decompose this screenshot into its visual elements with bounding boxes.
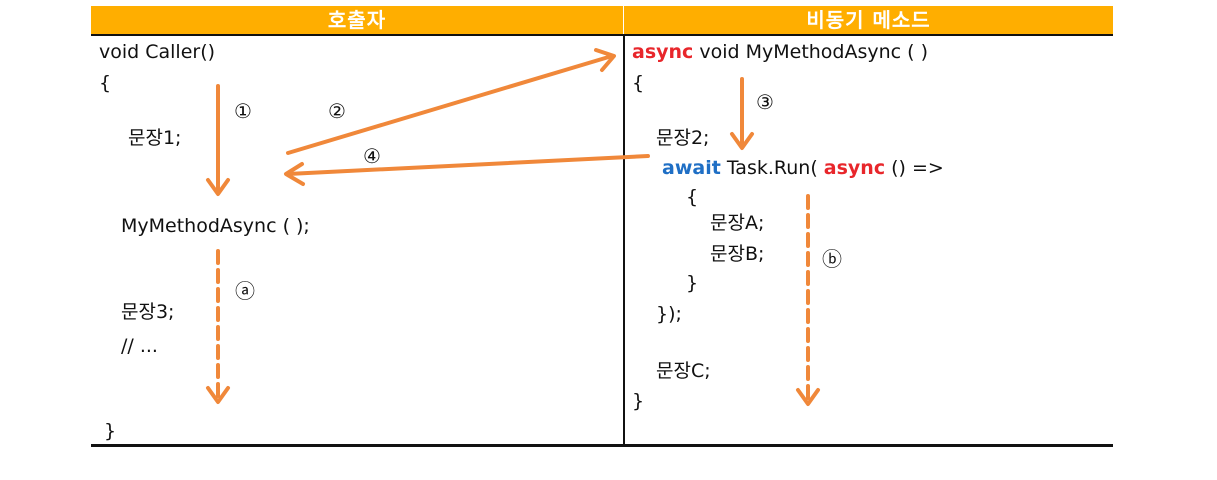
lambda-async-keyword: async bbox=[823, 157, 886, 179]
await-task-run: Task.Run( bbox=[720, 157, 824, 179]
caller-open-brace: { bbox=[99, 72, 112, 94]
async-open-brace: { bbox=[632, 72, 645, 94]
arrow-a-head bbox=[206, 386, 230, 404]
async-method-header-title: 비동기 메소드 bbox=[806, 8, 931, 32]
async-method-header: 비동기 메소드 bbox=[624, 6, 1113, 34]
async-close-brace: } bbox=[632, 390, 645, 412]
task-run-close: }); bbox=[656, 303, 682, 325]
caller-stmt1: 문장1; bbox=[128, 127, 182, 149]
arrow-2-head bbox=[594, 48, 616, 72]
table-top-rule bbox=[91, 34, 1113, 36]
marker-a: ⓐ bbox=[235, 279, 255, 303]
marker-4: ④ bbox=[363, 144, 381, 168]
lambda-open-brace: { bbox=[686, 186, 699, 208]
arrow-3-head bbox=[730, 132, 754, 150]
caller-signature: void Caller() bbox=[99, 41, 216, 63]
table-bottom-rule bbox=[91, 444, 1113, 447]
await-statement: await Task.Run( async () => bbox=[662, 157, 944, 179]
async-stmtC: 문장C; bbox=[656, 360, 711, 382]
marker-1: ① bbox=[234, 99, 252, 123]
caller-call-statement: MyMethodAsync ( ); bbox=[121, 215, 310, 237]
caller-comment: // ... bbox=[121, 335, 158, 357]
arrow-4-line bbox=[286, 154, 650, 176]
marker-3: ③ bbox=[756, 90, 774, 114]
async-stmt2: 문장2; bbox=[656, 127, 710, 149]
async-signature: async void MyMethodAsync ( ) bbox=[632, 41, 928, 63]
await-keyword: await bbox=[662, 157, 721, 179]
lambda-stmtA: 문장A; bbox=[710, 212, 765, 234]
caller-header: 호출자 bbox=[91, 6, 623, 34]
lambda-tail: () => bbox=[885, 157, 944, 179]
lambda-close-brace: } bbox=[686, 272, 699, 294]
column-divider bbox=[623, 34, 625, 447]
arrow-1-head bbox=[206, 178, 230, 196]
arrow-b-head bbox=[796, 388, 820, 406]
marker-2: ② bbox=[328, 99, 346, 123]
caller-header-title: 호출자 bbox=[327, 8, 387, 32]
async-signature-rest: void MyMethodAsync ( ) bbox=[693, 41, 929, 63]
caller-close-brace: } bbox=[104, 420, 117, 442]
arrow-4-head bbox=[284, 162, 305, 186]
lambda-stmtB: 문장B; bbox=[710, 243, 765, 265]
marker-b: ⓑ bbox=[822, 247, 842, 271]
async-keyword: async bbox=[632, 41, 694, 63]
caller-stmt3: 문장3; bbox=[121, 301, 175, 323]
arrow-2-line bbox=[286, 54, 614, 155]
